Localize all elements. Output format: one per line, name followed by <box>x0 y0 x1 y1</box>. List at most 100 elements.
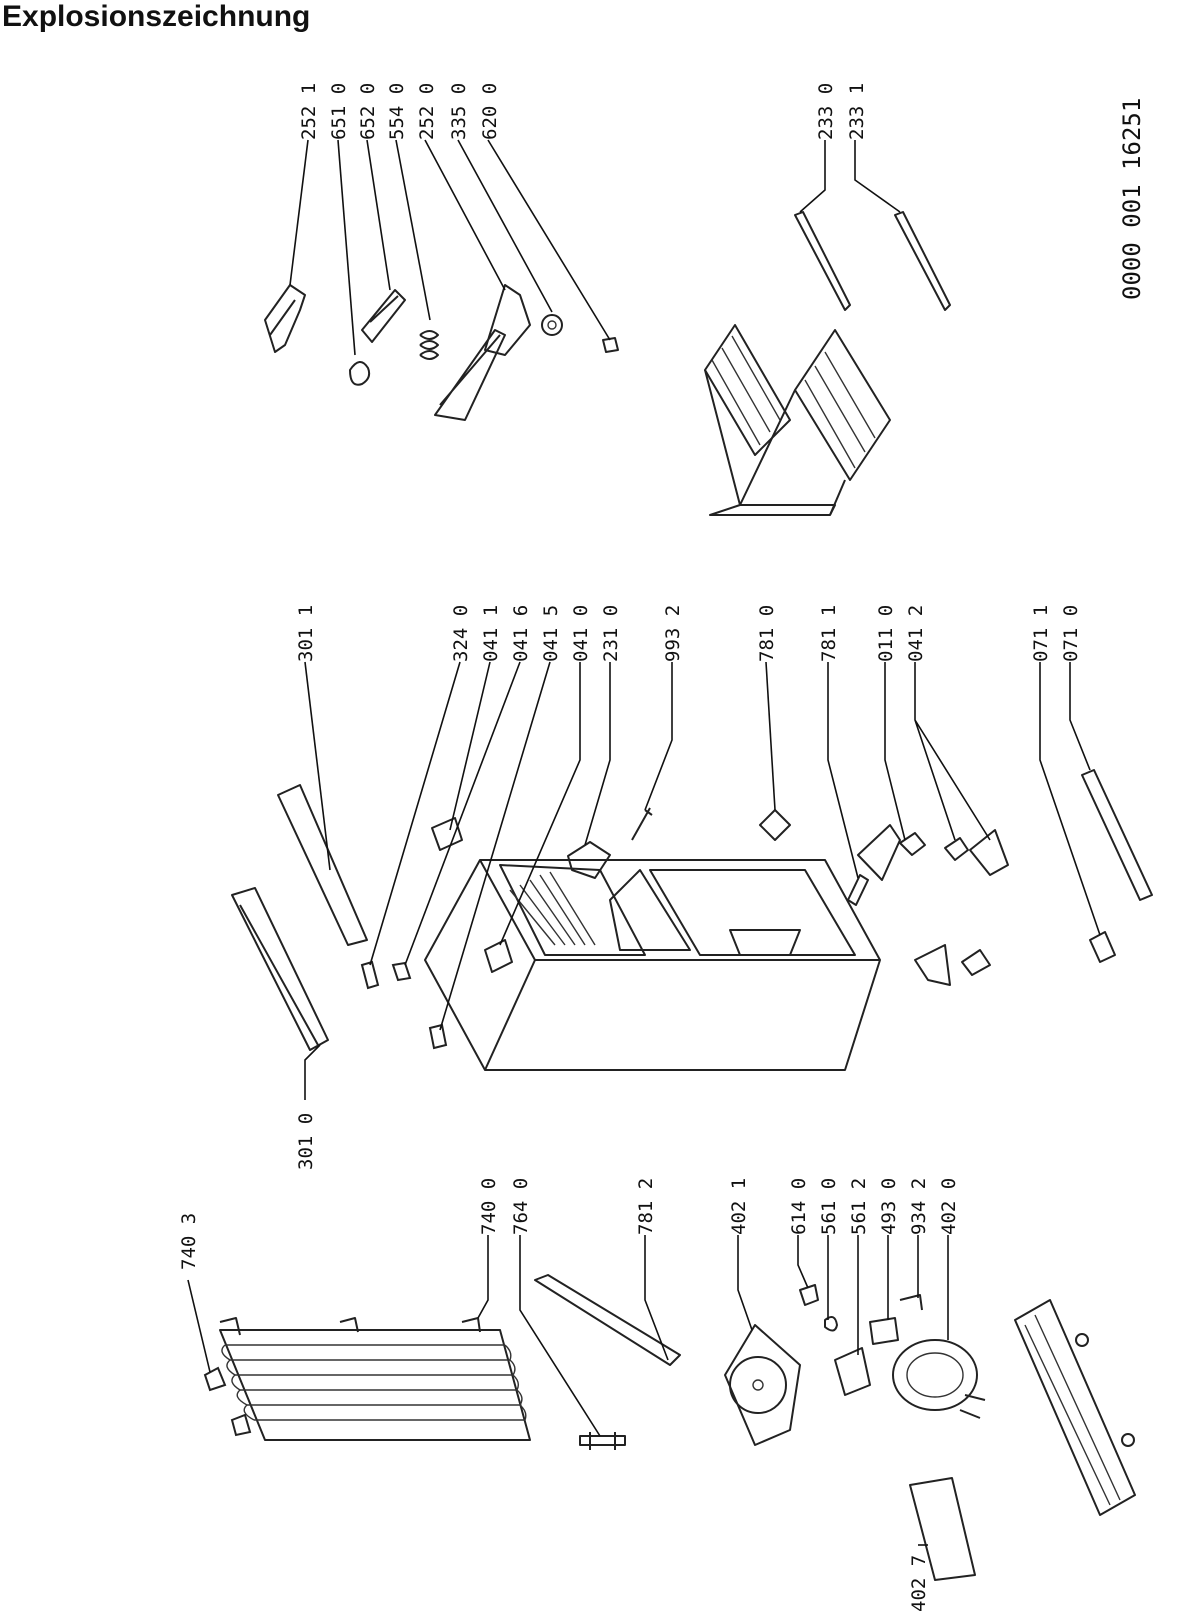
leader-7403 <box>187 1279 211 1373</box>
part-compressor <box>892 1339 978 1411</box>
condenser-group <box>203 1274 1136 1581</box>
part-terminal-493 <box>869 1317 899 1345</box>
callout-6510: 651 0 <box>328 83 350 140</box>
leader-0415 <box>439 661 551 1031</box>
callout-2310: 231 0 <box>600 605 622 662</box>
part-grommet-740-3b <box>230 1413 252 1437</box>
leader-7811 <box>827 662 859 879</box>
callout-0410: 041 0 <box>570 605 592 662</box>
part-shelf-rail-right <box>894 211 951 311</box>
callout-3350: 335 0 <box>448 83 470 140</box>
part-shelf-rail-left <box>794 211 851 311</box>
callout-0110: 011 0 <box>875 605 897 662</box>
part-thermostat-housing <box>264 284 306 353</box>
part-clip-041-5 <box>428 1023 448 1050</box>
part-base-plate <box>1014 1299 1136 1516</box>
callout-7812: 781 2 <box>635 1178 657 1235</box>
leader-5540 <box>395 139 431 321</box>
part-grommet-740-3a <box>203 1366 227 1392</box>
cabinet-group <box>231 769 1153 1071</box>
part-foot-b <box>1121 1433 1135 1447</box>
leader-2310 <box>584 662 611 846</box>
part-lamp-bulb <box>349 361 371 386</box>
callout-2330: 233 0 <box>815 83 837 140</box>
leader-7810 <box>765 661 776 811</box>
part-rail-781-2 <box>534 1274 681 1366</box>
callout-4021: 402 1 <box>728 1178 750 1235</box>
leader-2331 <box>854 140 901 213</box>
callout-2521: 252 1 <box>298 83 320 140</box>
part-thermostat-body <box>484 284 531 356</box>
part-plate-231 <box>567 841 611 879</box>
callout-9342: 934 2 <box>908 1178 930 1235</box>
part-bracket-041-0 <box>484 939 513 973</box>
part-screw-993 <box>631 807 653 841</box>
part-door-seal-071-0 <box>1081 769 1153 901</box>
callout-3011: 301 1 <box>295 605 317 662</box>
callout-6520: 652 0 <box>357 83 379 140</box>
leader-6520 <box>366 139 391 291</box>
leader-0410 <box>499 662 581 946</box>
part-bracket-561-2 <box>834 1347 871 1396</box>
callout-5610: 561 0 <box>818 1178 840 1235</box>
leader-7640 <box>519 1235 601 1437</box>
part-condenser-frame <box>219 1329 531 1441</box>
leader-0711 <box>1039 662 1101 936</box>
part-clip-041-6 <box>391 961 412 982</box>
callout-9932: 993 2 <box>662 605 684 662</box>
part-foot-a <box>1075 1333 1089 1347</box>
part-thermostat-bracket <box>434 329 506 421</box>
leader-2330 <box>799 140 826 213</box>
callout-0415: 041 5 <box>540 605 562 662</box>
part-foot-041-2b <box>944 837 969 861</box>
leader-9932 <box>644 662 673 811</box>
part-relay-614 <box>799 1284 819 1306</box>
part-pin-781-1 <box>847 874 869 906</box>
leader-6140 <box>797 1235 809 1289</box>
leader-0710 <box>1069 662 1091 771</box>
callout-0412: 041 2 <box>905 605 927 662</box>
thermostat-group <box>264 284 619 421</box>
callout-2331: 233 1 <box>846 83 868 140</box>
callout-7400: 740 0 <box>478 1178 500 1235</box>
page-title: Explosionszeichnung <box>2 0 311 33</box>
part-wire-934 <box>899 1294 923 1311</box>
part-knob-center <box>547 320 557 330</box>
part-small-clip <box>602 337 619 353</box>
callout-3240: 324 0 <box>450 605 472 662</box>
leader-0416 <box>404 661 521 966</box>
part-drip-tray <box>724 1324 801 1446</box>
callout-7640: 764 0 <box>510 1178 532 1235</box>
callout-4020: 402 0 <box>938 1178 960 1235</box>
wire-evaporator-unit <box>704 324 891 516</box>
callout-7811: 781 1 <box>818 605 840 662</box>
callout-0416: 041 6 <box>510 605 532 662</box>
callout-7810: 781 0 <box>756 605 778 662</box>
part-foot-041-2a <box>899 832 926 856</box>
leader-0412 <box>914 662 991 841</box>
callout-4930: 493 0 <box>878 1178 900 1235</box>
leader-3011 <box>304 661 331 871</box>
leader-6510 <box>337 139 356 356</box>
part-hinge-041-2 <box>969 829 1009 876</box>
callout-5540: 554 0 <box>386 83 408 140</box>
leader-2521 <box>289 139 309 286</box>
callout-6200: 620 0 <box>479 83 501 140</box>
callout-7403: 740 3 <box>178 1213 200 1270</box>
part-cover-071-1 <box>1089 931 1116 963</box>
part-capacitor-561-0 <box>824 1315 838 1332</box>
part-hinge-041-1 <box>431 817 463 851</box>
part-door-trim-top <box>277 784 368 946</box>
part-foot-lower <box>961 949 991 976</box>
leader-0110 <box>884 662 906 841</box>
part-lamp-socket <box>361 289 406 343</box>
callout-6140: 614 0 <box>788 1178 810 1235</box>
callout-0411: 041 1 <box>480 605 502 662</box>
callout-0710: 071 0 <box>1060 605 1082 662</box>
callout-5612: 561 2 <box>848 1178 870 1235</box>
leader-3240 <box>369 661 461 966</box>
leader-0411 <box>449 661 491 831</box>
part-label-card <box>909 1477 976 1581</box>
part-spring-coil <box>419 330 439 360</box>
